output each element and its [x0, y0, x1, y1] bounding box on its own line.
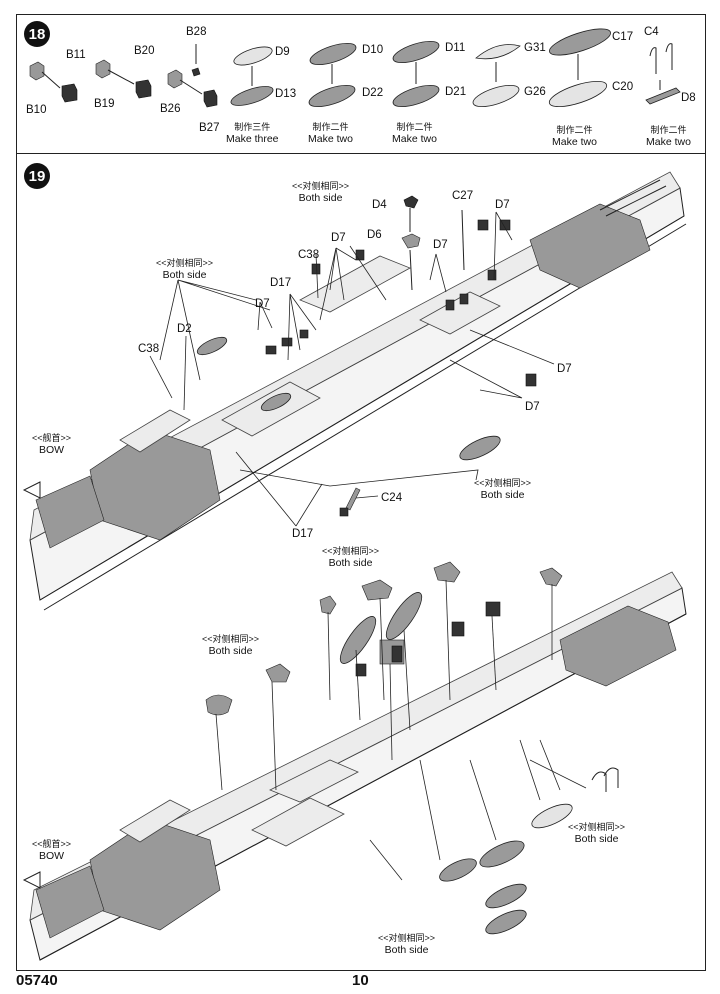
step-18-badge: 18 — [24, 21, 50, 47]
part-label: D9 — [275, 46, 290, 58]
part-label: D7 — [557, 363, 572, 375]
part-label: C20 — [612, 81, 634, 93]
step-18-drawing — [29, 28, 681, 108]
part-label: D4 — [372, 199, 387, 211]
part-label: B11 — [66, 49, 86, 61]
part-label: B28 — [186, 26, 207, 38]
part-label: B26 — [160, 103, 181, 115]
both-side-note: <<对侧相同>>Both side — [202, 634, 260, 657]
both-side-note: <<对侧相同>>Both side — [568, 822, 626, 845]
part-label: D17 — [292, 528, 314, 540]
part-label: C4 — [644, 26, 659, 38]
both-side-note: <<对侧相同>>Both side — [292, 181, 350, 204]
step-19-panel — [16, 153, 706, 971]
kit-number: 05740 — [16, 972, 58, 989]
part-label: C17 — [612, 31, 634, 43]
both-side-note: <<对侧相同>>Both side — [474, 478, 532, 501]
part-label: D17 — [270, 277, 292, 289]
part-label: D7 — [525, 401, 540, 413]
both-side-note: <<对侧相同>>Both side — [378, 933, 436, 956]
both-side-note: <<对侧相同>>Both side — [156, 258, 214, 281]
bow-label: <<舰首>>BOW — [32, 839, 72, 862]
both-side-note: <<对侧相同>>Both side — [322, 546, 380, 569]
part-label: C38 — [298, 249, 320, 261]
part-label: D2 — [177, 323, 192, 335]
part-label: D22 — [362, 87, 384, 99]
part-label: B20 — [134, 45, 155, 57]
part-label: C24 — [381, 492, 403, 504]
part-label: D7 — [331, 232, 346, 244]
part-label: B10 — [26, 104, 47, 116]
part-label: D6 — [367, 229, 382, 241]
part-label: D7 — [495, 199, 510, 211]
part-label: D13 — [275, 88, 297, 100]
part-label: D7 — [255, 298, 270, 310]
part-label: G31 — [524, 42, 546, 54]
part-label: D10 — [362, 44, 384, 56]
part-label: C38 — [138, 343, 160, 355]
page-number: 10 — [352, 972, 369, 989]
step-19-badge: 19 — [24, 163, 50, 189]
part-label: D11 — [445, 42, 466, 54]
part-label: D7 — [433, 239, 448, 251]
part-label: D21 — [445, 86, 467, 98]
part-label: D8 — [681, 92, 696, 104]
part-label: B27 — [199, 122, 220, 134]
part-label: C27 — [452, 190, 474, 202]
part-label: B19 — [94, 98, 115, 110]
part-label: G26 — [524, 86, 546, 98]
bow-label: <<舰首>>BOW — [32, 433, 72, 456]
